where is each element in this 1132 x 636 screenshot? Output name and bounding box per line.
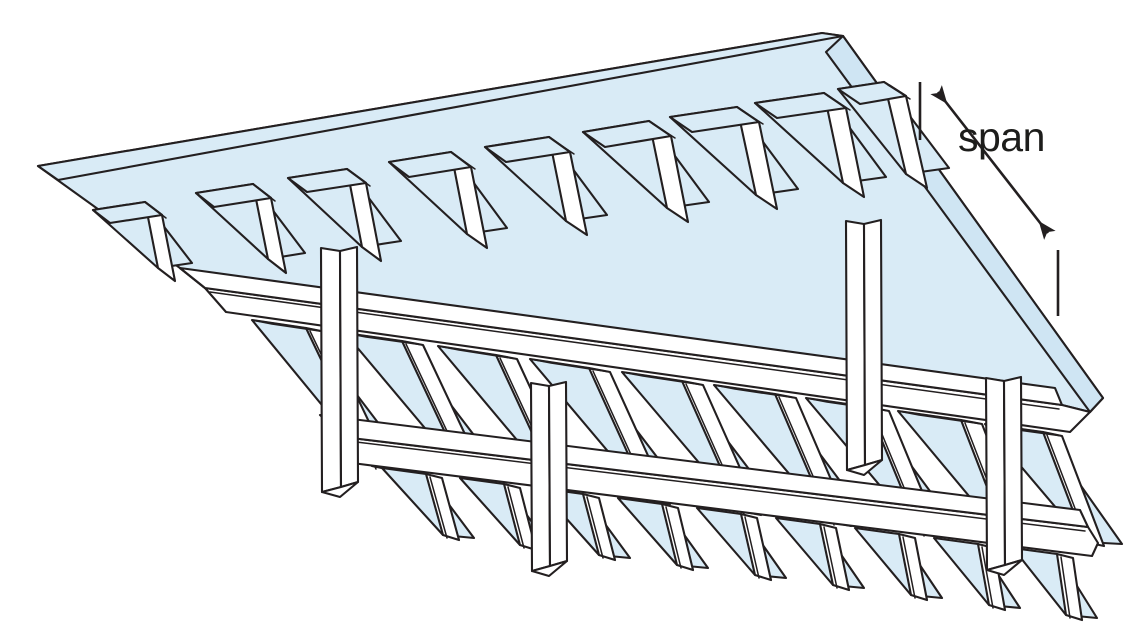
joist-band-upper <box>91 80 951 290</box>
column-4 <box>984 375 1024 577</box>
span-arrow <box>930 85 1056 240</box>
span-dimension <box>918 82 1060 316</box>
column-1 <box>319 245 360 499</box>
column-2 <box>529 380 569 578</box>
column-3 <box>844 218 884 477</box>
span-label: span <box>958 114 1045 160</box>
